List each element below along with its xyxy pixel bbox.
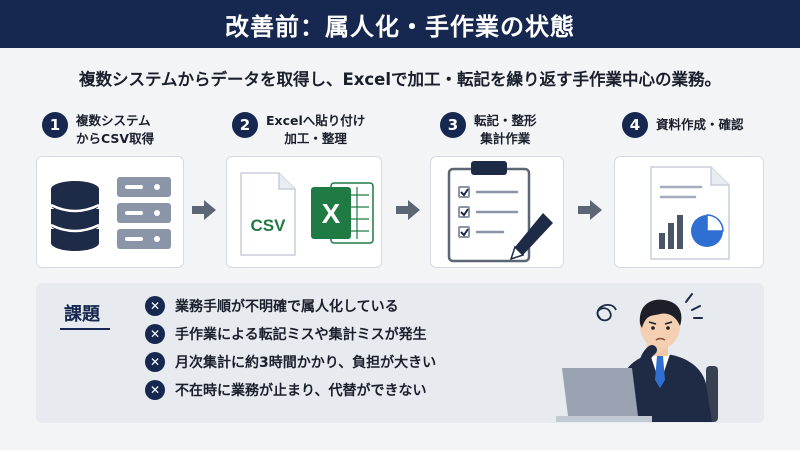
step-number: 3 — [440, 112, 466, 138]
excel-label: X — [322, 198, 341, 229]
step-1-card — [36, 156, 184, 268]
worried-businessman-illustration — [556, 293, 718, 422]
swirl-icon — [596, 303, 617, 322]
step-label-line2: 集計作業 — [480, 131, 531, 146]
issue-text: 手作業による転記ミスや集計ミスが発生 — [175, 327, 427, 343]
x-icon: ✕ — [145, 296, 165, 316]
step-label-line1: 複数システム — [76, 113, 151, 128]
issue-text: 月次集計に約3時間かかり、負担が大きい — [175, 355, 437, 371]
issue-item: ✕ 手作業による転記ミスや集計ミスが発生 — [145, 324, 427, 344]
x-icon: ✕ — [145, 324, 165, 344]
step-label: 転記・整形 集計作業 — [474, 112, 537, 148]
pen-icon — [509, 213, 553, 261]
report-document-icon — [650, 166, 730, 260]
step-4-header: 4 資料作成・確認 — [622, 112, 744, 152]
step-3-header: 3 転記・整形 集計作業 — [440, 112, 537, 152]
step-label-line1: 転記・整形 — [474, 113, 537, 128]
issue-item: ✕ 月次集計に約3時間かかり、負担が大きい — [145, 352, 436, 372]
csv-file-icon: CSV — [240, 172, 296, 256]
step-4-card — [614, 156, 764, 268]
issue-item: ✕ 業務手順が不明確で属人化している — [145, 296, 399, 316]
step-1-header: 1 複数システム からCSV取得 — [42, 112, 154, 152]
x-icon: ✕ — [145, 352, 165, 372]
step-number: 4 — [622, 112, 648, 138]
step-label: 資料作成・確認 — [656, 112, 744, 134]
pie-chart-icon — [691, 214, 724, 247]
step-2-card: CSV X — [226, 156, 382, 268]
step-label-line1: 資料作成・確認 — [656, 117, 744, 132]
step-2-header: 2 Excelへ貼り付け 加工・整理 — [232, 112, 365, 152]
step-label-line2: からCSV取得 — [76, 131, 155, 146]
laptop-icon — [556, 368, 652, 422]
bar-chart-icon — [659, 215, 683, 249]
arrow-right-icon — [578, 200, 602, 220]
stress-lines-icon — [685, 293, 703, 319]
step-label: Excelへ貼り付け 加工・整理 — [266, 112, 365, 148]
page-title: 改善前：属人化・手作業の状態 — [0, 0, 800, 48]
step-number: 2 — [232, 112, 258, 138]
clipboard-checklist-icon — [447, 161, 553, 263]
excel-icon: X — [311, 182, 374, 244]
step-2-illustration: CSV X — [240, 172, 374, 256]
x-icon: ✕ — [145, 380, 165, 400]
step-3-card — [430, 156, 564, 268]
issues-title: 課題 — [64, 304, 100, 325]
arrow-right-icon — [192, 200, 216, 220]
issue-item: ✕ 不在時に業務が止まり、代替ができない — [145, 380, 426, 400]
step-label: 複数システム からCSV取得 — [76, 112, 154, 148]
step-label-line1: Excelへ貼り付け — [266, 113, 366, 128]
database-server-icon — [50, 177, 171, 251]
csv-label: CSV — [251, 216, 287, 235]
issues-title-underline — [60, 328, 110, 330]
page-subtitle: 複数システムからデータを取得し、Excelで加工・転記を繰り返す手作業中心の業務… — [78, 70, 722, 89]
issue-text: 不在時に業務が止まり、代替ができない — [175, 383, 427, 399]
arrow-right-icon — [396, 200, 420, 220]
step-number: 1 — [42, 112, 68, 138]
issue-text: 業務手順が不明確で属人化している — [175, 299, 399, 315]
step-label-line2: 加工・整理 — [284, 131, 347, 146]
